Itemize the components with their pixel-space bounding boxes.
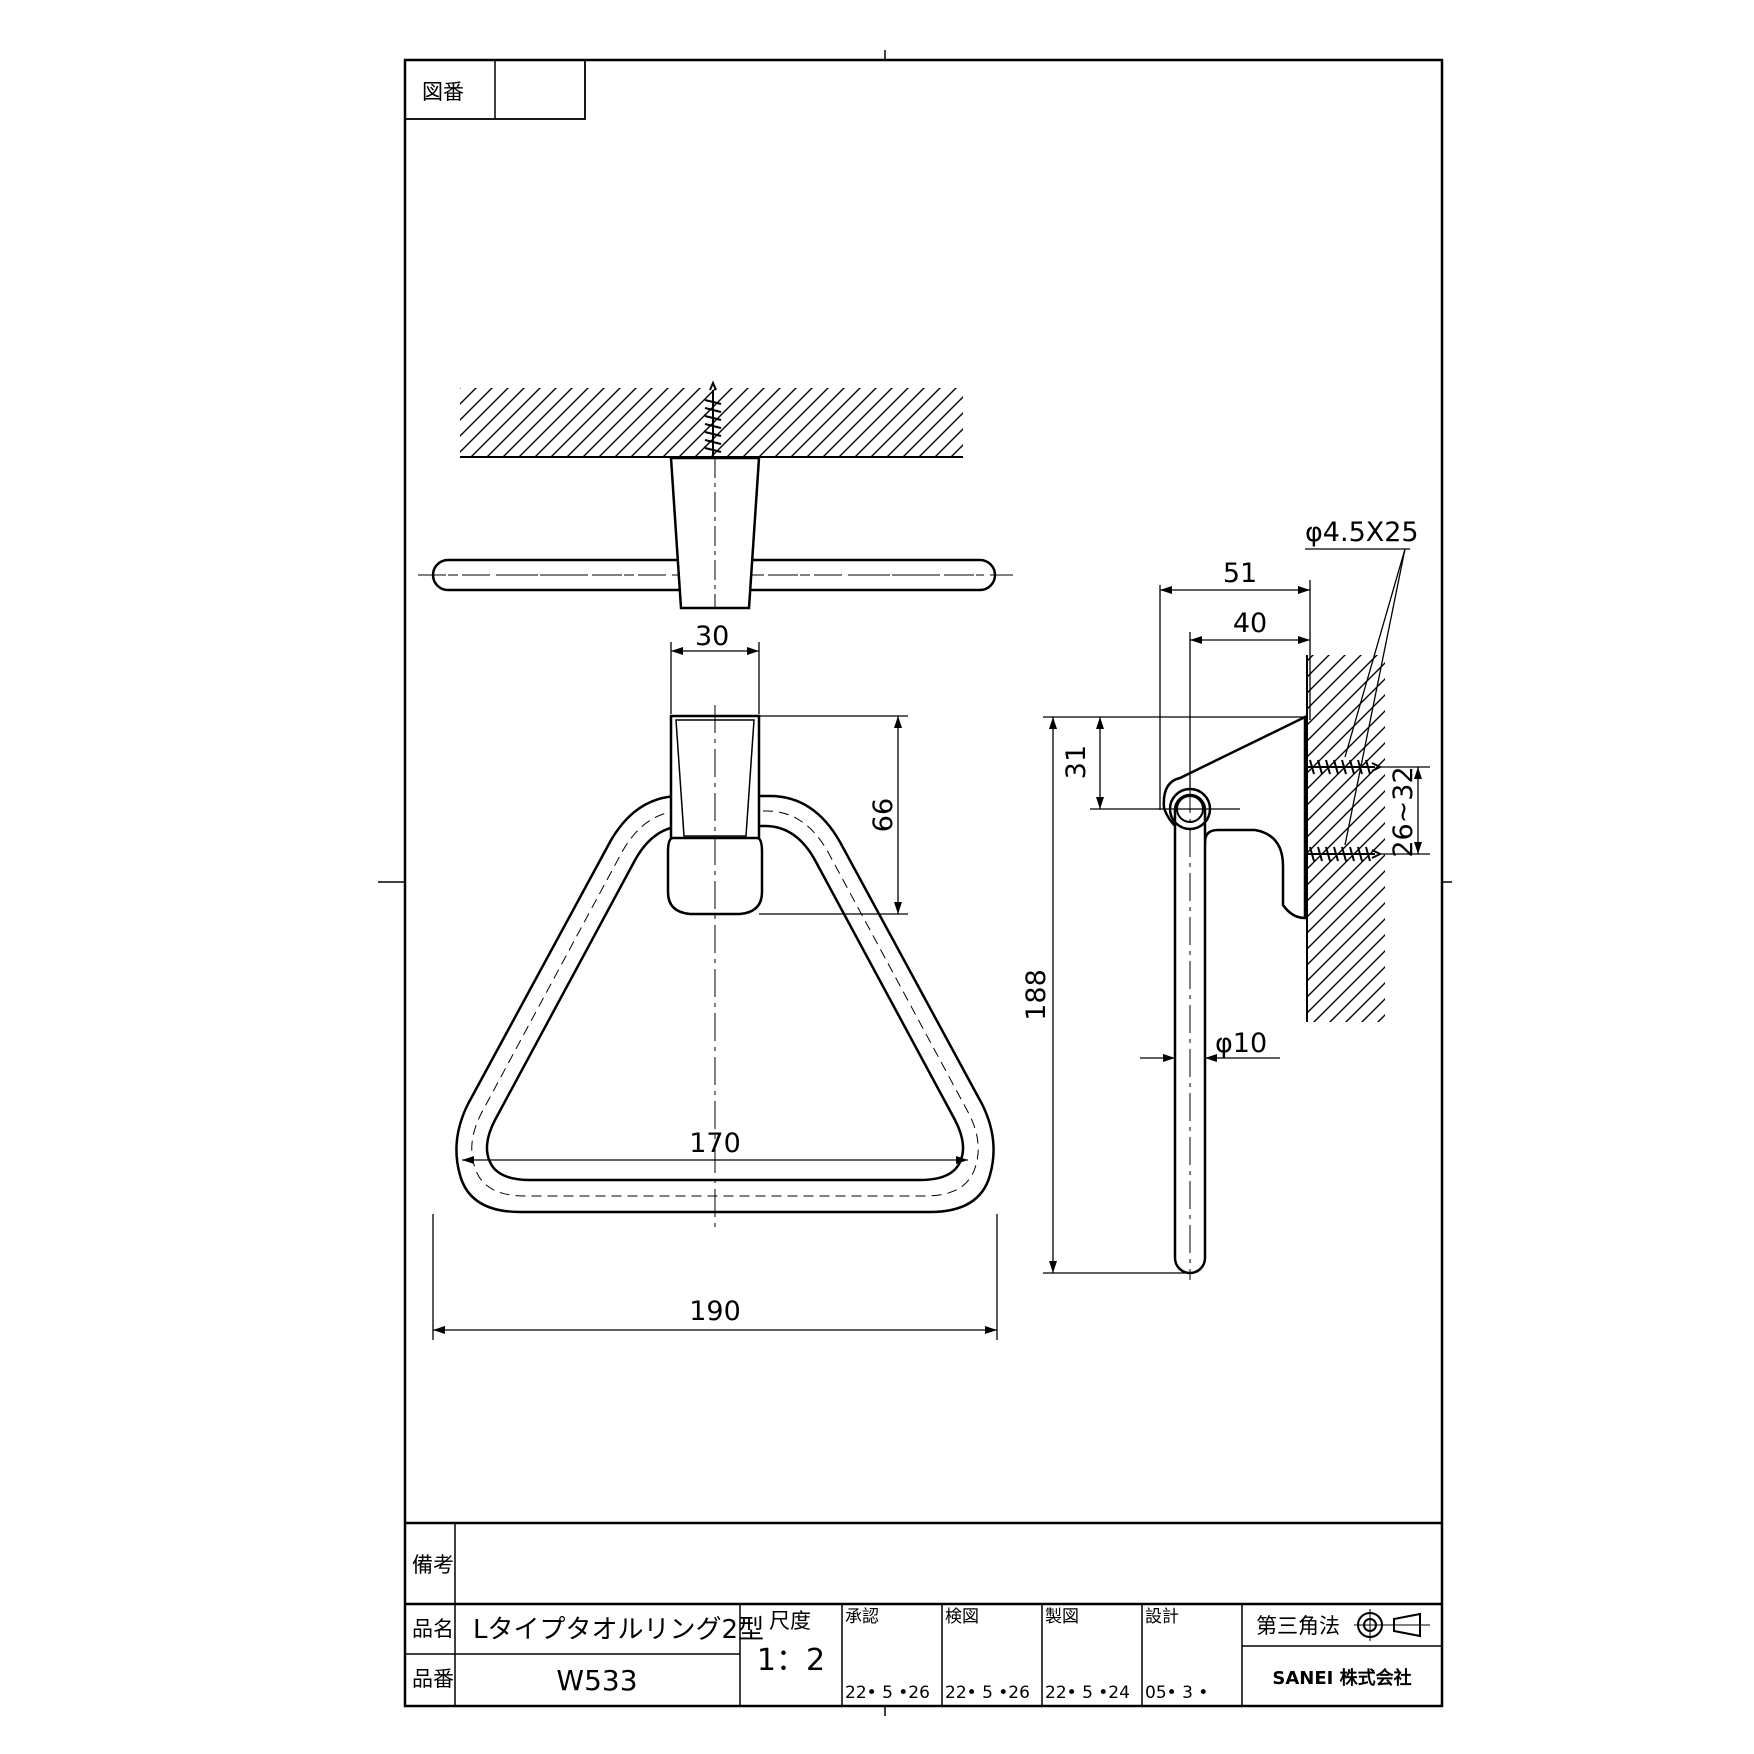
front-bracket-cap: [666, 836, 764, 916]
side-view: [1162, 655, 1385, 1280]
dim-31: 31: [1061, 745, 1092, 779]
dim-190: 190: [689, 1296, 741, 1327]
front-bracket-base: [669, 714, 761, 842]
projection-label: 第三角法: [1256, 1614, 1340, 1638]
dim-51: 51: [1223, 558, 1257, 589]
design-label: 設計: [1145, 1607, 1179, 1627]
ring-outer: [455, 794, 995, 1214]
name-label: 品名: [412, 1617, 454, 1641]
drawn-label: 製図: [1045, 1607, 1079, 1627]
drawn-date: 22• 5 •24: [1045, 1683, 1130, 1703]
dim-30: 30: [695, 621, 729, 652]
scale-label: 尺度: [769, 1609, 811, 1633]
top-view: [418, 380, 1013, 610]
wall-hatch-top: [460, 388, 963, 457]
number-label: 品番: [412, 1667, 454, 1691]
company-name: SANEI 株式会社: [1272, 1667, 1411, 1689]
design-date: 05• 3 •: [1145, 1683, 1208, 1703]
scale-value: 1：2: [757, 1643, 825, 1678]
dimension-texts: 30 66 170 190 188 31 51 40 φ10 φ4.5X25 2…: [689, 517, 1419, 1327]
dim-screw-spec: φ4.5X25: [1305, 517, 1419, 548]
remarks-label: 備考: [412, 1553, 454, 1577]
wall-screw-lower: [1305, 846, 1383, 862]
dim-170: 170: [689, 1128, 741, 1159]
drawing-frame: [403, 58, 1444, 1708]
approval-label: 承認: [845, 1607, 879, 1627]
drawing-number-label: 図番: [422, 80, 464, 104]
dim-screw-spacing: 26~32: [1388, 766, 1419, 857]
front-view: [455, 705, 995, 1230]
dimension-lines: [432, 548, 1430, 1340]
ring-centerline: [471, 810, 979, 1197]
center-marks: [378, 50, 1452, 1716]
product-number: W533: [556, 1664, 637, 1697]
screw-icon: [704, 380, 722, 457]
dim-40: 40: [1233, 608, 1267, 639]
dim-phi10: φ10: [1215, 1028, 1267, 1059]
approval-date: 22• 5 •26: [845, 1683, 930, 1703]
dim-188: 188: [1021, 969, 1052, 1021]
third-angle-projection-icon: [1354, 1609, 1430, 1641]
product-name: Lタイプタオルリング2型: [473, 1615, 764, 1645]
ring-inner: [485, 824, 965, 1182]
side-bracket: [1162, 714, 1307, 920]
drawing-number-box: 図番: [404, 59, 586, 120]
title-block: [405, 1521, 1442, 1706]
check-date: 22• 5 •26: [945, 1683, 1030, 1703]
check-label: 検図: [945, 1607, 979, 1627]
dim-66: 66: [868, 798, 899, 832]
